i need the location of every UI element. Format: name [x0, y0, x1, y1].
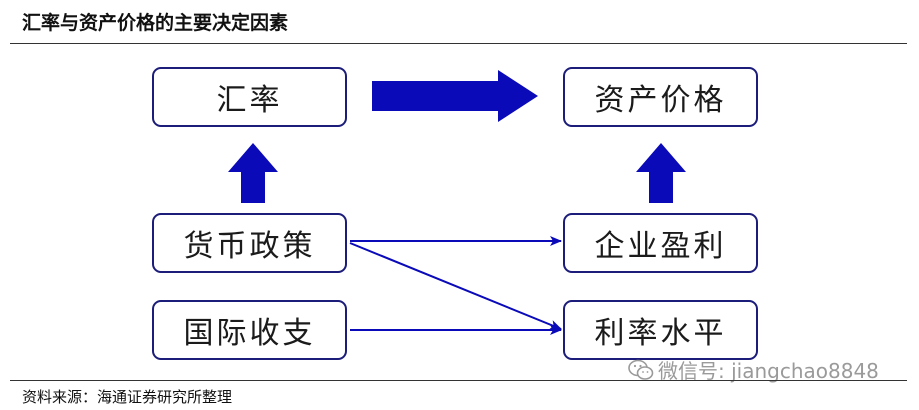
arrow-exchange-to-asset [372, 70, 538, 122]
arrow-profit-to-asset [636, 143, 686, 203]
watermark-text: 微信号: jiangchao8848 [658, 359, 879, 383]
diagram-title: 汇率与资产价格的主要决定因素 [22, 12, 289, 34]
node-corporate-profit: 企业盈利 [563, 213, 758, 273]
node-balance-of-payments: 国际收支 [152, 300, 347, 360]
wechat-icon [628, 359, 654, 380]
watermark: 微信号: jiangchao8848 [628, 355, 879, 384]
arrow-monetary-to-exchange [228, 143, 278, 203]
node-asset-price: 资产价格 [563, 67, 758, 127]
node-exchange-rate: 汇率 [152, 67, 347, 127]
arrow-monetary-to-interest [349, 242, 562, 330]
top-rule [10, 43, 907, 44]
node-monetary-policy: 货币政策 [152, 213, 347, 273]
bottom-rule [10, 380, 907, 381]
source-note: 资料来源：海通证券研究所整理 [22, 388, 233, 406]
node-interest-rate: 利率水平 [563, 300, 758, 360]
